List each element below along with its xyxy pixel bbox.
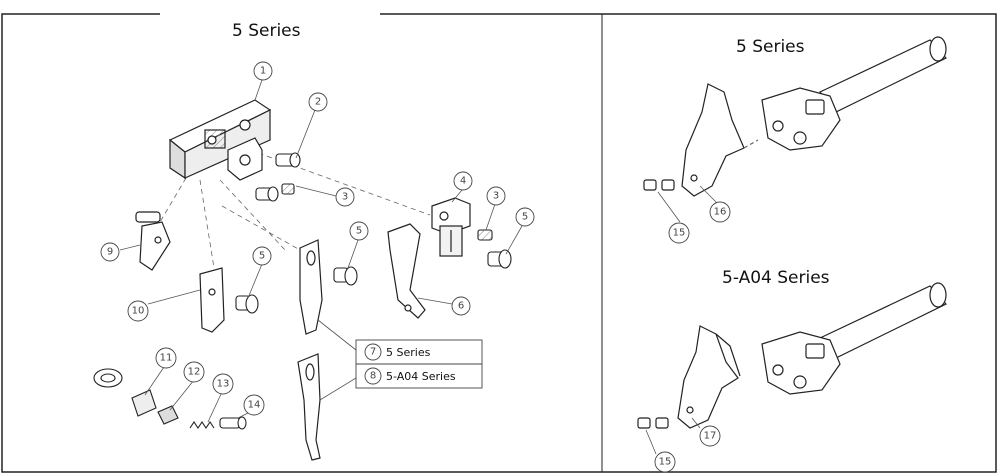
part-8-plate <box>297 353 321 461</box>
diagram-border <box>1 13 997 473</box>
screws-3-5-right <box>477 229 512 269</box>
callout-14: 14 <box>248 400 261 411</box>
callout-10: 10 <box>132 306 145 317</box>
right-bottom-title: 5-A04 Series <box>722 268 830 288</box>
part-4-block <box>431 197 471 257</box>
callout-13: 13 <box>217 379 230 390</box>
screw-5-left <box>235 294 259 314</box>
leader-lines-right-top <box>657 185 719 223</box>
callout-3b: 3 <box>493 191 499 202</box>
leader-lines-right-bottom <box>645 417 701 455</box>
callout-16: 16 <box>714 207 727 218</box>
screw-5-middle <box>333 266 358 286</box>
callout-5c: 5 <box>259 251 265 262</box>
parts-11-14 <box>93 368 247 430</box>
callout-5b: 5 <box>356 226 362 237</box>
assembly-5-a04-series <box>637 282 947 429</box>
callout-11: 11 <box>160 353 173 364</box>
callout-6: 6 <box>458 301 464 312</box>
variant-7-number: 7 <box>370 347 376 358</box>
part-10-bracket <box>199 267 225 333</box>
callout-3a: 3 <box>342 192 348 203</box>
variant-8-label: 5-A04 Series <box>386 370 456 383</box>
callout-2: 2 <box>315 97 321 108</box>
callout-12: 12 <box>188 367 201 378</box>
left-panel-title: 5 Series <box>232 21 301 41</box>
part-1-bracket <box>227 137 263 181</box>
right-top-title: 5 Series <box>736 37 805 57</box>
part-1-block <box>168 99 272 180</box>
variant-table: 7 5 Series 8 5-A04 Series <box>355 339 483 389</box>
callout-17: 17 <box>704 431 717 442</box>
screws-2-3 <box>255 152 301 202</box>
assembly-5-series <box>643 36 947 197</box>
callout-5a: 5 <box>522 212 528 223</box>
variant-7-label: 5 Series <box>386 346 431 359</box>
callout-1: 1 <box>260 66 266 77</box>
part-7-plate <box>299 239 323 335</box>
callout-15-top: 15 <box>673 228 686 239</box>
callout-15-bottom: 15 <box>659 457 672 468</box>
leader-lines-left <box>119 79 523 423</box>
part-6-lever <box>387 223 426 319</box>
callout-9: 9 <box>107 247 113 258</box>
callout-4: 4 <box>460 176 466 187</box>
part-9-lever <box>135 211 171 271</box>
variant-8-number: 8 <box>370 371 376 382</box>
